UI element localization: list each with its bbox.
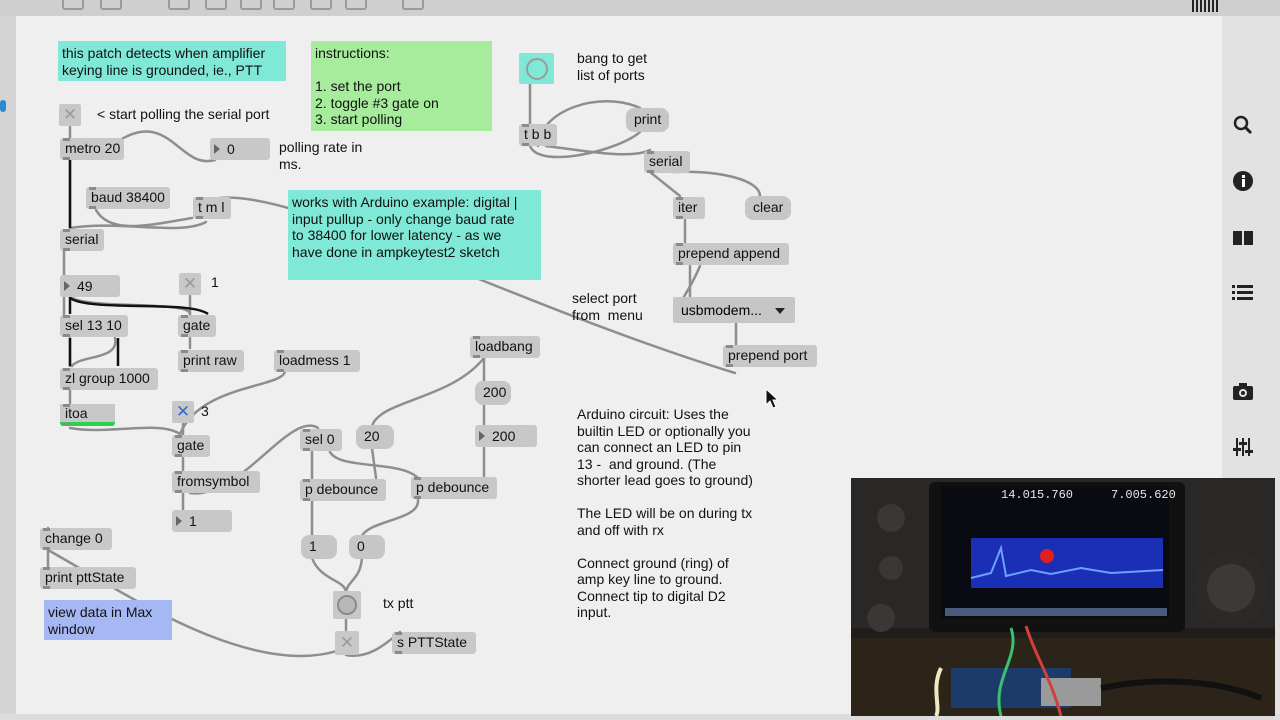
toolbar: [0, 0, 1280, 16]
metro-object[interactable]: metro 20: [60, 138, 124, 160]
comment-select-port: select port from menu: [572, 290, 643, 323]
search-icon[interactable]: [1230, 114, 1256, 140]
poll-rate-number[interactable]: 0: [210, 138, 270, 160]
clear-message[interactable]: clear: [745, 196, 792, 220]
chevron-down-icon: [775, 308, 785, 314]
debounce-time-number[interactable]: 200: [475, 425, 537, 447]
toolbar-icon[interactable]: [168, 0, 190, 10]
triangle-icon: [479, 431, 485, 441]
x-icon: ✕: [62, 105, 78, 124]
message-200[interactable]: 200: [475, 381, 511, 405]
toolbar-icon[interactable]: [100, 0, 122, 10]
fromsymbol-object[interactable]: fromsymbol: [172, 471, 260, 493]
list-icon[interactable]: [1230, 282, 1256, 308]
camera-icon[interactable]: [1230, 380, 1256, 406]
fromsymbol-number-value: 1: [189, 513, 197, 529]
comment-gate1-number: 1: [211, 274, 219, 290]
debounce-object-2[interactable]: p debounce: [411, 477, 497, 499]
sel-13-10-object[interactable]: sel 13 10: [60, 315, 128, 337]
gate3-toggle[interactable]: ✕: [172, 401, 194, 423]
note-view-data: view data in Max window: [44, 600, 172, 640]
number-49-value: 49: [77, 278, 93, 294]
loadmess-object[interactable]: loadmess 1: [274, 350, 360, 372]
poll-rate-value: 0: [227, 141, 235, 157]
message-0[interactable]: 0: [349, 535, 385, 559]
note-arduino: works with Arduino example: digital | in…: [288, 190, 541, 280]
x-icon: ✕: [182, 274, 198, 293]
debounce-object-1[interactable]: p debounce: [300, 479, 386, 501]
prepend-append-object[interactable]: prepend append: [673, 243, 789, 265]
sliders-icon[interactable]: [1230, 436, 1256, 462]
message-1[interactable]: 1: [301, 535, 337, 559]
prepend-port-object[interactable]: prepend port: [723, 345, 817, 367]
fromsymbol-number[interactable]: 1: [172, 510, 232, 532]
print-pttstate-object[interactable]: print pttState: [40, 567, 136, 589]
x-icon: ✕: [339, 633, 355, 652]
vfo-b-readout: 7.005.620: [1111, 488, 1176, 502]
send-pttstate-object[interactable]: s PTTState: [392, 632, 476, 654]
serial-object-right[interactable]: serial: [644, 151, 690, 173]
tml-object[interactable]: t m l: [193, 197, 231, 219]
toolbar-icon[interactable]: [345, 0, 367, 10]
print-message[interactable]: print: [626, 108, 670, 132]
note-instructions: instructions: 1. set the port 2. toggle …: [311, 41, 492, 131]
port-menu-value: usbmodem...: [681, 302, 762, 318]
grid-icon[interactable]: [1192, 0, 1220, 12]
tbb-object[interactable]: t b b: [519, 124, 557, 146]
comment-tx-ptt: tx ptt: [383, 595, 414, 611]
transceiver-image: [851, 478, 1275, 716]
comment-bang-ports: bang to get list of ports: [577, 50, 648, 83]
circle-icon: [526, 58, 548, 80]
loadbang-object[interactable]: loadbang: [470, 336, 540, 358]
ports-bang[interactable]: [519, 53, 554, 84]
toolbar-icon[interactable]: [205, 0, 227, 10]
poll-toggle[interactable]: ✕: [59, 104, 81, 126]
iter-object[interactable]: iter: [673, 197, 705, 219]
triangle-icon: [64, 281, 70, 291]
print-raw-object[interactable]: print raw: [178, 350, 244, 372]
columns-icon[interactable]: [1230, 227, 1256, 253]
itoa-object[interactable]: itoa: [60, 404, 115, 426]
webcam-overlay: 14.015.760 7.005.620: [851, 478, 1275, 716]
circle-icon: [337, 595, 357, 615]
comment-arduino-circuit: Arduino circuit: Uses the builtin LED or…: [577, 406, 753, 620]
zl-group-object[interactable]: zl group 1000: [60, 368, 158, 390]
message-20[interactable]: 20: [356, 425, 394, 449]
change-object[interactable]: change 0: [40, 528, 112, 550]
gate3-object[interactable]: gate: [172, 435, 210, 457]
vfo-a-readout: 14.015.760: [1001, 488, 1074, 502]
serial-object-left[interactable]: serial: [60, 229, 104, 251]
note-ptt: this patch detects when amplifier keying…: [58, 41, 286, 81]
toolbar-icon[interactable]: [240, 0, 262, 10]
toolbar-icon[interactable]: [310, 0, 332, 10]
itoa-label: itoa: [60, 404, 115, 422]
port-menu[interactable]: usbmodem...: [673, 297, 795, 323]
x-icon: ✕: [175, 402, 191, 421]
triangle-icon: [214, 144, 220, 154]
bottom-edge: [0, 714, 1280, 720]
baud-object[interactable]: baud 38400: [86, 187, 170, 209]
toolbar-icon[interactable]: [273, 0, 295, 10]
toolbar-icon[interactable]: [402, 0, 424, 10]
comment-gate3-number: 3: [201, 403, 209, 419]
gate1-toggle[interactable]: ✕: [179, 273, 201, 295]
comment-start-polling: < start polling the serial port: [97, 106, 270, 122]
mouse-cursor-icon: [765, 388, 780, 409]
comment-polling-rate: polling rate in ms.: [279, 139, 363, 172]
sel-0-object[interactable]: sel 0: [300, 429, 342, 451]
left-edge-marker: [0, 100, 6, 112]
ptt-bang[interactable]: [333, 591, 361, 619]
ptt-toggle[interactable]: ✕: [335, 631, 359, 655]
number-49[interactable]: 49: [60, 275, 120, 297]
debounce-time-value: 200: [492, 428, 516, 444]
info-icon[interactable]: [1230, 170, 1256, 196]
triangle-icon: [176, 516, 182, 526]
gate1-object[interactable]: gate: [178, 315, 216, 337]
toolbar-icon[interactable]: [62, 0, 84, 10]
